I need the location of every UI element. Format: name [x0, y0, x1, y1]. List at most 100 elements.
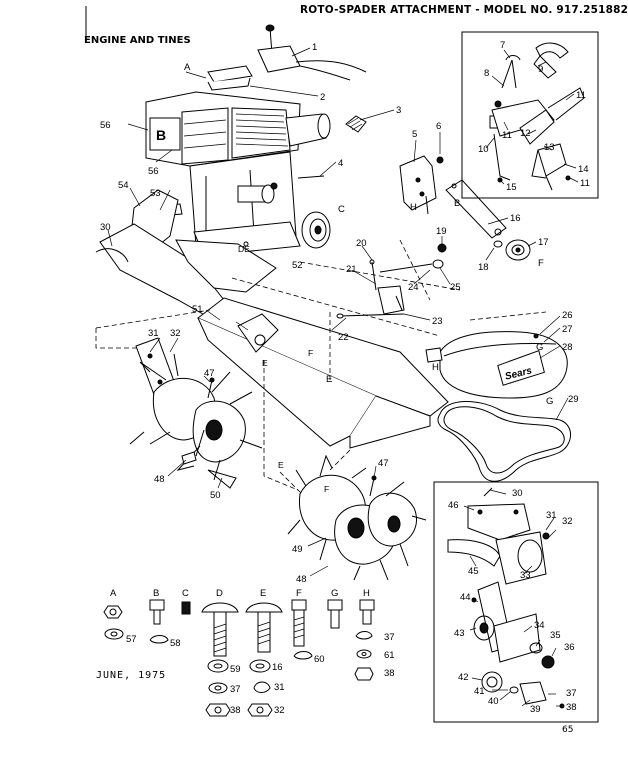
callout-33: 33: [520, 570, 531, 581]
ref-letter: E: [262, 358, 268, 368]
callout-11: 11: [580, 178, 590, 189]
callout-41: 41: [474, 686, 485, 697]
ref-letter: F: [324, 484, 329, 494]
washer-18: [493, 240, 503, 248]
callout-8: 8: [484, 68, 489, 79]
callout-57: 57: [126, 634, 137, 645]
ref-letter: H: [410, 202, 417, 213]
main-frame: [95, 189, 449, 449]
revision-date: JUNE, 1975: [96, 670, 167, 681]
callout-7: 7: [500, 40, 505, 51]
callout-58: 58: [170, 638, 181, 649]
idler-arm: [445, 179, 507, 239]
ref-letter: A: [184, 62, 191, 73]
callout-35: 35: [550, 630, 561, 641]
callout-16: 16: [510, 213, 521, 224]
callout-48: 48: [154, 474, 165, 485]
ref-letter: G: [546, 396, 553, 407]
callout-14: 14: [578, 164, 589, 175]
control-linkage: [336, 259, 444, 319]
drive-belts: [437, 400, 571, 482]
leader-lines: [107, 47, 579, 707]
callout-29: 29: [568, 394, 579, 405]
callout-44: 44: [460, 592, 471, 603]
nut: [436, 156, 444, 164]
ref-letter: C: [338, 204, 345, 215]
engine-logo: B: [156, 127, 166, 143]
callout-36: 36: [564, 642, 575, 653]
callout-37: 37: [566, 688, 577, 699]
callout-30: 30: [512, 488, 523, 499]
callout-22: 22: [338, 332, 349, 343]
idler-pulley: [505, 239, 531, 261]
callout-40: 40: [488, 696, 499, 707]
callout-21: 21: [346, 264, 357, 275]
callout-16-legend: 16: [272, 662, 283, 673]
callout-9: 9: [538, 64, 543, 75]
callout-38: 38: [230, 705, 241, 716]
callout-39: 39: [530, 704, 541, 715]
callout-31: 31: [546, 510, 557, 521]
callout-15: 15: [506, 182, 517, 193]
callout-47: 47: [378, 458, 389, 469]
callout-47: 47: [204, 368, 215, 379]
callout-12: 12: [520, 128, 531, 139]
legend-letter-c: C: [182, 588, 189, 599]
callout-48: 48: [296, 574, 307, 585]
callout-11: 11: [576, 90, 586, 101]
callout-1: 1: [312, 42, 317, 53]
callout-38: 38: [566, 702, 577, 713]
callout-31: 31: [274, 682, 285, 693]
phantom-lines: [95, 239, 547, 511]
diagram-title: ROTO-SPADER ATTACHMENT - MODEL NO. 917.2…: [300, 4, 628, 16]
legend-letter-h: H: [363, 588, 370, 599]
detail-inset-tine-shaft: [433, 481, 599, 723]
callout-5: 5: [412, 129, 417, 140]
callout-17: 17: [538, 237, 549, 248]
screw: [297, 175, 325, 179]
callout-3: 3: [396, 105, 401, 116]
control-bracket: [207, 65, 253, 83]
callout-42: 42: [458, 672, 469, 683]
callout-32: 32: [274, 705, 285, 716]
callout-25: 25: [450, 282, 461, 293]
callout-26: 26: [562, 310, 573, 321]
mounting-bracket: [399, 155, 437, 215]
callout-30: 30: [100, 222, 111, 233]
callout-53: 53: [150, 188, 161, 199]
callout-32: 32: [170, 328, 181, 339]
callout-46: 46: [448, 500, 459, 511]
callout-27: 27: [562, 324, 573, 335]
callout-18: 18: [478, 262, 489, 273]
callout-56: 56: [100, 120, 111, 131]
callout-34: 34: [534, 620, 545, 631]
callout-32: 32: [562, 516, 573, 527]
callout-60: 60: [314, 654, 325, 665]
callout-45: 45: [468, 566, 479, 577]
section-title: ENGINE AND TINES: [84, 35, 191, 46]
center-tine-assembly: [287, 454, 427, 581]
left-tine-assembly: [129, 337, 263, 489]
callout-2: 2: [320, 92, 325, 103]
ref-letter: G: [536, 342, 543, 353]
ref-letter: B: [454, 198, 460, 209]
hardware-legend: [103, 599, 375, 717]
belt-guard: Sears: [425, 331, 568, 399]
callout-31: 31: [148, 328, 159, 339]
engine-pulley: [301, 211, 331, 249]
callout-59: 59: [230, 664, 241, 675]
exploded-parts-diagram: B: [85, 6, 599, 723]
callout-51: 51: [192, 304, 203, 315]
ref-letter: H: [432, 362, 439, 373]
nut-19: [437, 243, 447, 253]
callout-6: 6: [436, 121, 441, 132]
callout-56: 56: [148, 166, 159, 177]
callout-43: 43: [454, 628, 465, 639]
ref-letter: E: [278, 460, 284, 470]
callout-labels: 1 2 3 4 5 6 7 8 9 10 11 11 11 12 13 14 1…: [100, 40, 590, 716]
legend-letter-d: D: [216, 588, 223, 599]
callout-20: 20: [356, 238, 367, 249]
callout-11: 11: [502, 130, 512, 141]
callout-24: 24: [408, 282, 419, 293]
page-number: 65: [562, 725, 574, 735]
